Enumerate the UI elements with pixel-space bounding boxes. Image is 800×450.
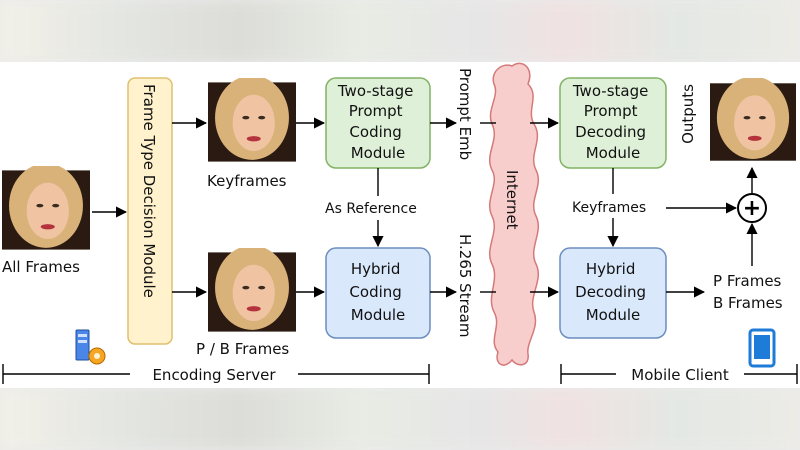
mobile-client-bar	[560, 364, 798, 384]
all-frames-image	[2, 166, 90, 250]
blurred-bottom-band	[0, 388, 800, 450]
prompt-coding-label: Two-stage Prompt Coding Module	[337, 82, 418, 162]
h265-stream-label: H.265 Stream	[456, 234, 474, 337]
hybrid-coding-module	[325, 247, 431, 339]
internet-cloud	[489, 62, 539, 366]
encoding-server-label: Encoding Server	[152, 366, 276, 384]
encoding-server-bar	[2, 364, 430, 384]
keyframes-label: Keyframes	[207, 172, 287, 190]
hybrid-decoding-module	[559, 247, 667, 339]
pb-frames-label: P / B Frames	[196, 340, 289, 358]
prompt-decoding-label: Two-stage Prompt Decoding Module	[572, 82, 653, 162]
as-reference-label: As Reference	[325, 201, 417, 217]
b-frames-label: B Frames	[713, 294, 783, 312]
server-icon	[75, 329, 106, 365]
outputs-label: Outputs	[679, 84, 697, 144]
pipeline-diagram: All Frames Frame Type Decision Module Ke…	[0, 62, 800, 388]
combine-symbol: +	[743, 196, 761, 221]
internet-label: Internet	[503, 170, 521, 230]
hybrid-coding-label: Hybrid Coding Module	[349, 260, 406, 324]
all-frames-label: All Frames	[2, 258, 80, 276]
connector-arrows	[92, 117, 758, 298]
outputs-image	[710, 78, 796, 161]
frame-type-decision-module	[127, 77, 173, 345]
pb-frames-image	[208, 248, 296, 332]
hybrid-decoding-label: Hybrid Decoding Module	[575, 260, 651, 324]
keyframes-decoded-label: Keyframes	[572, 200, 646, 216]
blurred-top-band	[0, 0, 800, 62]
prompt-emb-label: Prompt Emb	[456, 68, 474, 160]
keyframes-image	[208, 78, 296, 162]
frame-type-decision-label: Frame Type Decision Module	[140, 84, 158, 298]
mobile-phone-icon	[748, 328, 776, 368]
mobile-client-label: Mobile Client	[631, 366, 729, 384]
p-frames-label: P Frames	[713, 272, 782, 290]
